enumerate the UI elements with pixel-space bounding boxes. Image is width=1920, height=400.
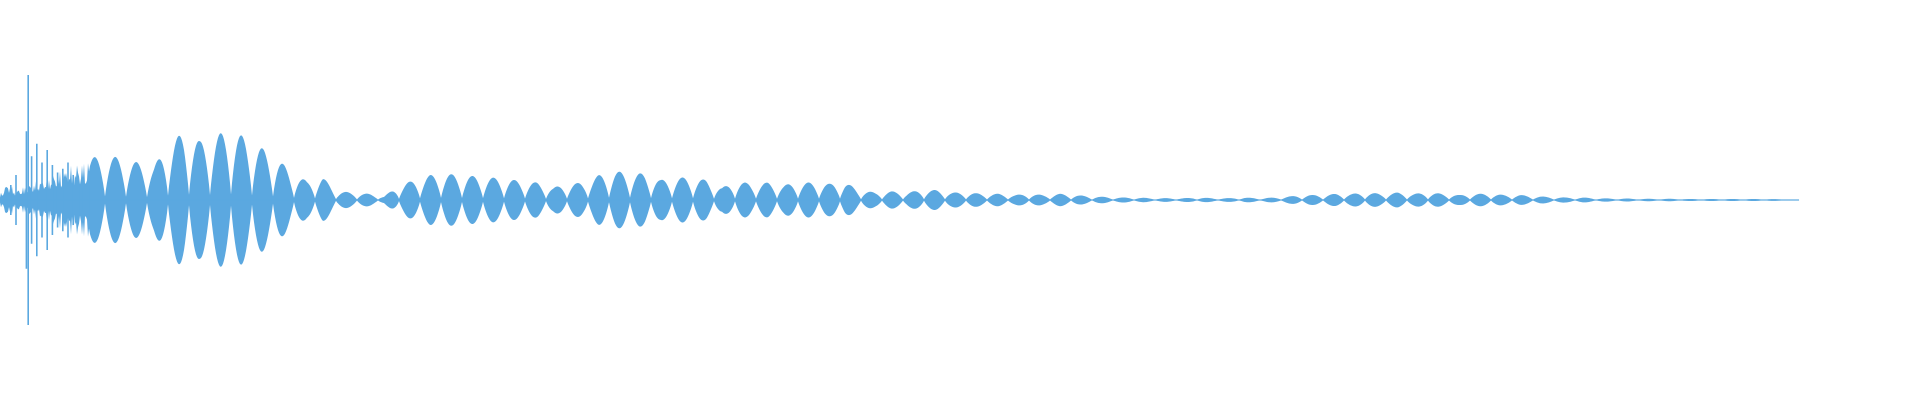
- waveform-bars: [0, 75, 1800, 325]
- waveform-centerline: [0, 199, 1800, 201]
